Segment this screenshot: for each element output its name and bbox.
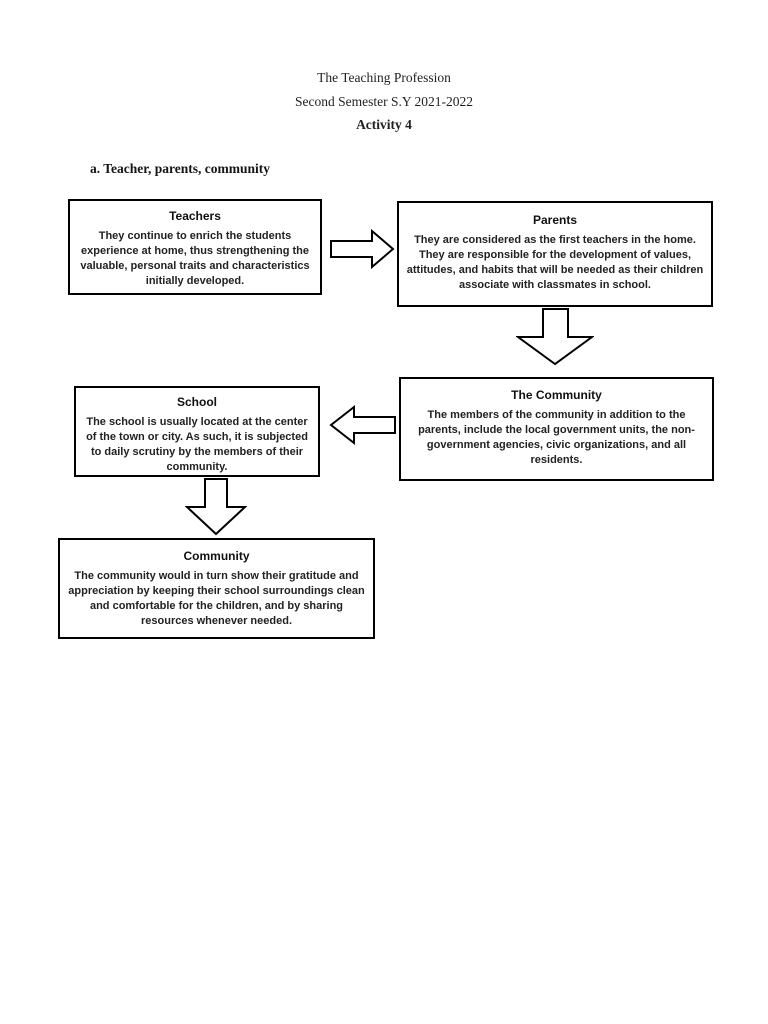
node-community-body: The community would in turn show their g…: [68, 570, 365, 627]
node-community-title: Community: [183, 549, 250, 563]
node-teachers-title: Teachers: [169, 209, 221, 223]
node-school-title: School: [176, 395, 217, 409]
doc-activity-label: Activity 4: [356, 117, 412, 132]
section-heading: a. Teacher, parents, community: [90, 161, 271, 176]
node-parents: Parents They are considered as the first…: [397, 201, 713, 307]
down-block-arrow-icon: [516, 308, 594, 366]
doc-title: The Teaching Profession: [317, 70, 451, 85]
node-the-community-title: The Community: [511, 388, 602, 402]
node-school-body: The school is usually located at the cen…: [86, 416, 308, 473]
left-block-arrow-icon: [329, 404, 397, 446]
right-block-arrow-icon: [330, 228, 395, 270]
node-parents-body: They are considered as the first teacher…: [406, 234, 704, 291]
document-header: The Teaching Profession Second Semester …: [0, 71, 768, 142]
node-teachers: Teachers They continue to enrich the stu…: [68, 199, 322, 295]
down-block-arrow-icon: [185, 478, 247, 536]
doc-subtitle: Second Semester S.Y 2021-2022: [295, 93, 473, 109]
node-parents-title: Parents: [532, 213, 578, 227]
node-teachers-body: They continue to enrich the students exp…: [80, 230, 310, 287]
node-school: School The school is usually located at …: [74, 386, 320, 477]
node-the-community: The Community The members of the communi…: [399, 377, 714, 481]
node-community: Community The community would in turn sh…: [58, 538, 375, 639]
node-the-community-body: The members of the community in addition…: [418, 409, 695, 466]
